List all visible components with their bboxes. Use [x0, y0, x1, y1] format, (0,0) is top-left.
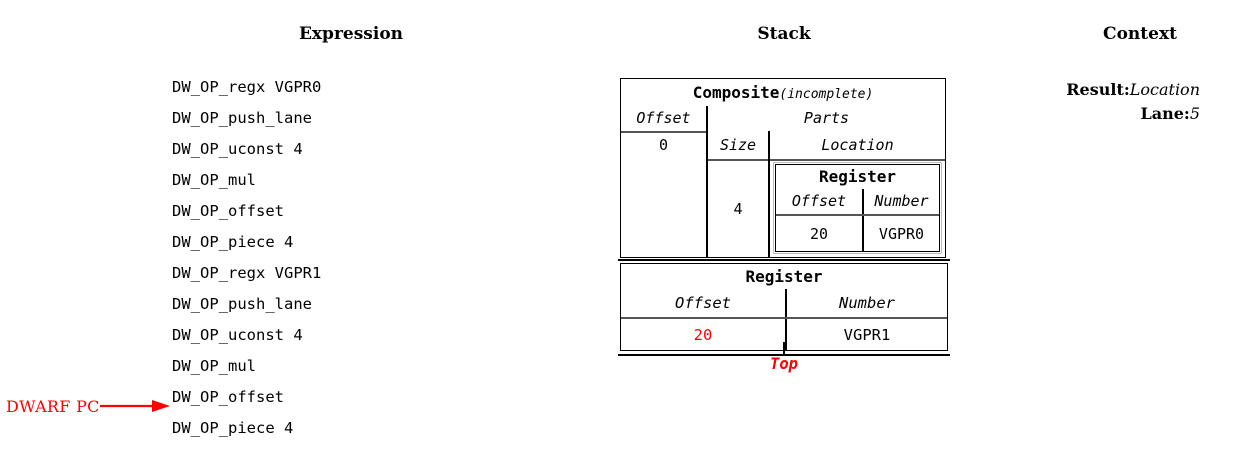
top-register-stack-entry: Register Offset Number 20 VGPR1	[620, 263, 948, 351]
expression-line: DW_OP_uconst 4	[172, 326, 303, 344]
nested-register-rule	[776, 214, 939, 216]
nested-register-table: Register Offset Number 20 VGPR0	[774, 163, 941, 253]
expression-line: DW_OP_mul	[172, 171, 256, 189]
composite-stack-entry: Composite(incomplete) Offset 0 Parts Siz…	[620, 78, 946, 258]
top-register-number-header: Number	[839, 294, 895, 312]
composite-title: Composite(incomplete)	[621, 79, 945, 106]
context-result-key: Result:	[1066, 80, 1130, 99]
expression-line: DW_OP_offset	[172, 202, 284, 220]
column-header-expression: Expression	[298, 24, 404, 44]
top-register-number-value: VGPR1	[843, 325, 891, 344]
composite-title-main: Composite	[692, 83, 780, 102]
nested-register-offset-header: Offset	[791, 192, 847, 210]
nested-register-title: Register	[818, 167, 897, 186]
expression-line: DW_OP_mul	[172, 357, 256, 375]
context-lane-line: Lane:5	[1040, 102, 1200, 126]
expression-line: DW_OP_regx VGPR0	[172, 78, 322, 96]
context-block: Result:Location Lane:5	[1040, 78, 1240, 126]
dwarf-pc-label: DWARF PC	[6, 396, 100, 416]
top-register-rule	[621, 317, 947, 319]
top-register-vertical-divider	[785, 289, 787, 350]
nested-register-offset-value: 20	[809, 224, 829, 243]
expression-line: DW_OP_regx VGPR1	[172, 264, 322, 282]
composite-vertical-divider-size-location	[768, 131, 770, 257]
expression-line: DW_OP_piece 4	[172, 233, 294, 251]
composite-size-rule	[708, 159, 768, 161]
nested-register-number-value: VGPR0	[878, 224, 925, 243]
expression-line: DW_OP_uconst 4	[172, 140, 303, 158]
column-header-stack: Stack	[757, 24, 811, 44]
composite-size-value: 4	[733, 200, 743, 218]
composite-vertical-divider-offset-parts	[706, 106, 708, 257]
composite-offset-rule	[621, 131, 706, 133]
composite-parts-header: Parts	[803, 109, 850, 127]
top-register-offset-value: 20	[693, 325, 713, 344]
top-of-stack-label: Top	[770, 355, 798, 373]
composite-location-rule	[770, 159, 945, 161]
top-of-stack-tick	[783, 342, 785, 355]
composite-size-header: Size	[719, 136, 757, 154]
composite-offset-header: Offset	[636, 109, 691, 127]
context-lane-value: 5	[1189, 104, 1200, 123]
context-lane-key: Lane:	[1140, 104, 1190, 123]
top-register-outer-top-rule	[618, 259, 950, 261]
composite-title-suffix: (incomplete)	[779, 87, 874, 102]
expression-line: DW_OP_push_lane	[172, 109, 312, 127]
expression-list: DW_OP_regx VGPR0 DW_OP_push_lane DW_OP_u…	[172, 72, 472, 444]
context-result-value: Location	[1129, 80, 1200, 99]
expression-line: DW_OP_offset	[172, 388, 284, 406]
expression-line: DW_OP_push_lane	[172, 295, 312, 313]
arrow-right-icon	[99, 400, 170, 412]
nested-register-vertical-divider	[862, 189, 864, 251]
context-result-line: Result:Location	[1040, 78, 1200, 102]
composite-location-header: Location	[821, 136, 894, 154]
top-register-offset-header: Offset	[675, 294, 731, 312]
nested-register-number-header: Number	[874, 192, 929, 210]
dwarf-pc-marker: DWARF PC	[6, 395, 172, 417]
top-register-title: Register	[745, 267, 823, 286]
column-header-context: Context	[1103, 24, 1177, 44]
expression-line: DW_OP_piece 4	[172, 419, 294, 437]
composite-offset-value: 0	[658, 136, 669, 154]
